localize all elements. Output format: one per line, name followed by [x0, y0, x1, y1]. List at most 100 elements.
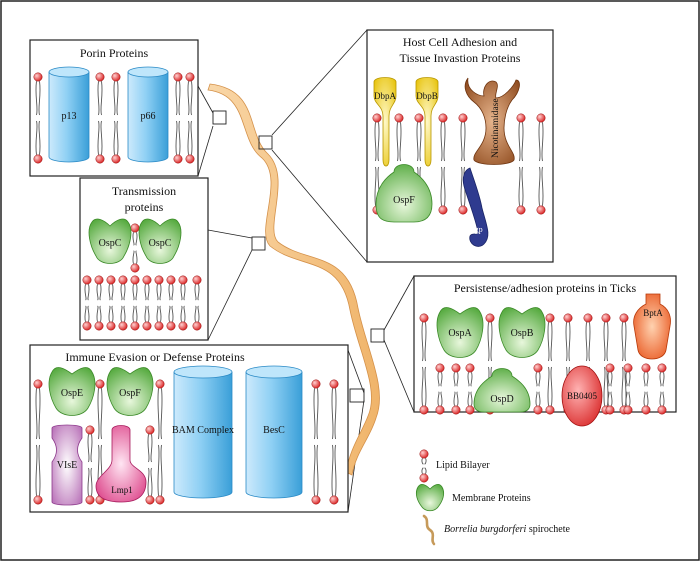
lipid-unit — [329, 379, 339, 505]
protein-ospd: OspD — [473, 368, 531, 413]
lipid-unit — [536, 113, 546, 215]
lipid-unit — [95, 72, 105, 164]
host-lipids — [372, 113, 546, 215]
protein-lmp1: Lmp1 — [95, 425, 147, 503]
protein-ospa: OspA — [436, 307, 484, 358]
lipid-unit — [451, 363, 461, 415]
protein-ospf-immune: OspF — [106, 367, 154, 416]
legend-spirochete-italic: Borrelia burgdorferi — [444, 524, 527, 535]
lipid-unit — [145, 425, 155, 505]
protein-nicotinamidase: Nicotinamidase — [464, 77, 520, 165]
legend: Lipid Bilayer Membrane Proteins Borrelia… — [415, 449, 570, 546]
ticks-title: Persistense/adhesion proteins in Ticks — [454, 281, 637, 295]
label-ospf-host: OspF — [393, 195, 415, 206]
label-ospd: OspD — [490, 394, 513, 405]
panel-transmission: Transmission proteins OspC OspC — [79, 177, 209, 341]
label-bpta: BptA — [643, 308, 663, 318]
immune-lipids — [33, 379, 339, 505]
lipid-unit — [130, 275, 140, 331]
panel-ticks: Persistense/adhesion proteins in Ticks O… — [413, 275, 677, 427]
lipid-unit — [111, 72, 121, 164]
protein-ospb: OspB — [498, 307, 546, 358]
lipid-unit — [155, 379, 165, 505]
label-p66: p66 — [141, 111, 156, 122]
label-besc: BesC — [263, 425, 285, 436]
lipid-unit — [465, 363, 475, 415]
protein-ospe: OspE — [48, 367, 96, 416]
label-ospc-1: OspC — [99, 238, 122, 249]
lipid-unit — [166, 275, 176, 331]
panel-immune: Immune Evasion or Defense Proteins OspE … — [29, 344, 349, 513]
lipid-unit — [185, 72, 195, 164]
protein-ospc-1: OspC — [88, 218, 132, 264]
porin-p13: p13 — [48, 66, 90, 163]
zoom-boxes — [212, 110, 385, 403]
lipid-unit — [106, 275, 116, 331]
lipid-unit — [154, 275, 164, 331]
lipid-unit — [82, 275, 92, 331]
legend-spirochete-rest: spirochete — [526, 524, 570, 535]
porin-lipids — [33, 72, 195, 164]
lipid-unit — [85, 425, 95, 505]
label-bb0405: BB0405 — [567, 391, 598, 401]
legend-membrane-icon — [415, 483, 445, 512]
lipid-unit — [533, 363, 543, 415]
host-title-line2: Tissue Invastion Proteins — [400, 51, 521, 65]
protein-besc: BesC — [245, 365, 303, 499]
panel-porin: Porin Proteins p13 p66 — [29, 39, 199, 177]
legend-spirochete-icon — [422, 514, 436, 546]
label-ospe: OspE — [61, 388, 83, 399]
lipid-unit — [657, 363, 667, 415]
transmission-title-line2: proteins — [125, 200, 164, 214]
lipid-unit — [33, 72, 43, 164]
transmission-title-line1: Transmission — [112, 184, 176, 198]
lipid-unit — [419, 313, 429, 415]
lipid-unit — [130, 223, 140, 273]
porin-p66: p66 — [127, 66, 169, 163]
label-nicotinamidase: Nicotinamidase — [491, 98, 501, 158]
lipid-unit — [641, 363, 651, 415]
panel-host-adhesion: Host Cell Adhesion and Tissue Invastion … — [366, 29, 554, 263]
legend-lipid-label: Lipid Bilayer — [436, 460, 490, 471]
label-p13: p13 — [62, 111, 77, 122]
porin-title: Porin Proteins — [80, 46, 149, 60]
lipid-unit — [94, 275, 104, 331]
protein-dbpa: DbpA — [373, 77, 396, 167]
protein-bb0405: BB0405 — [561, 365, 603, 427]
lipid-unit — [605, 363, 615, 415]
spirochete-body — [207, 83, 380, 476]
lipid-unit — [178, 275, 188, 331]
lipid-unit — [623, 363, 633, 415]
label-ospa: OspA — [448, 328, 472, 339]
lipid-unit — [173, 72, 183, 164]
protein-vlse: VIsE — [51, 424, 83, 506]
protein-bam-complex: BAM Complex — [172, 365, 234, 499]
lipid-unit — [311, 379, 321, 505]
protein-bgp: Bgp — [462, 167, 489, 247]
protein-dbpb: DbpB — [415, 77, 439, 167]
label-bam-complex: BAM Complex — [172, 425, 234, 436]
ticks-lipids — [419, 313, 667, 415]
lipid-unit — [419, 449, 429, 483]
lipid-unit — [435, 363, 445, 415]
label-bgp: Bgp — [469, 225, 482, 234]
label-dbpa: DbpA — [374, 91, 396, 101]
protein-ospc-2: OspC — [138, 218, 182, 264]
lipid-unit — [438, 113, 448, 215]
label-ospf-immune: OspF — [119, 388, 141, 399]
immune-title: Immune Evasion or Defense Proteins — [65, 350, 245, 364]
protein-bpta: BptA — [633, 293, 671, 360]
legend-spirochete-label: Borrelia burgdorferi spirochete — [444, 524, 570, 535]
protein-ospf-host: OspF — [375, 164, 433, 223]
lipid-unit — [118, 275, 128, 331]
transmission-lipids — [82, 223, 202, 331]
legend-lipid-icon — [419, 449, 429, 483]
lipid-unit — [545, 313, 555, 415]
label-dbpb: DbpB — [416, 91, 438, 101]
label-lmp1: Lmp1 — [111, 485, 133, 495]
lipid-unit — [458, 113, 468, 215]
legend-membrane-label: Membrane Proteins — [452, 493, 531, 504]
lipid-unit — [142, 275, 152, 331]
